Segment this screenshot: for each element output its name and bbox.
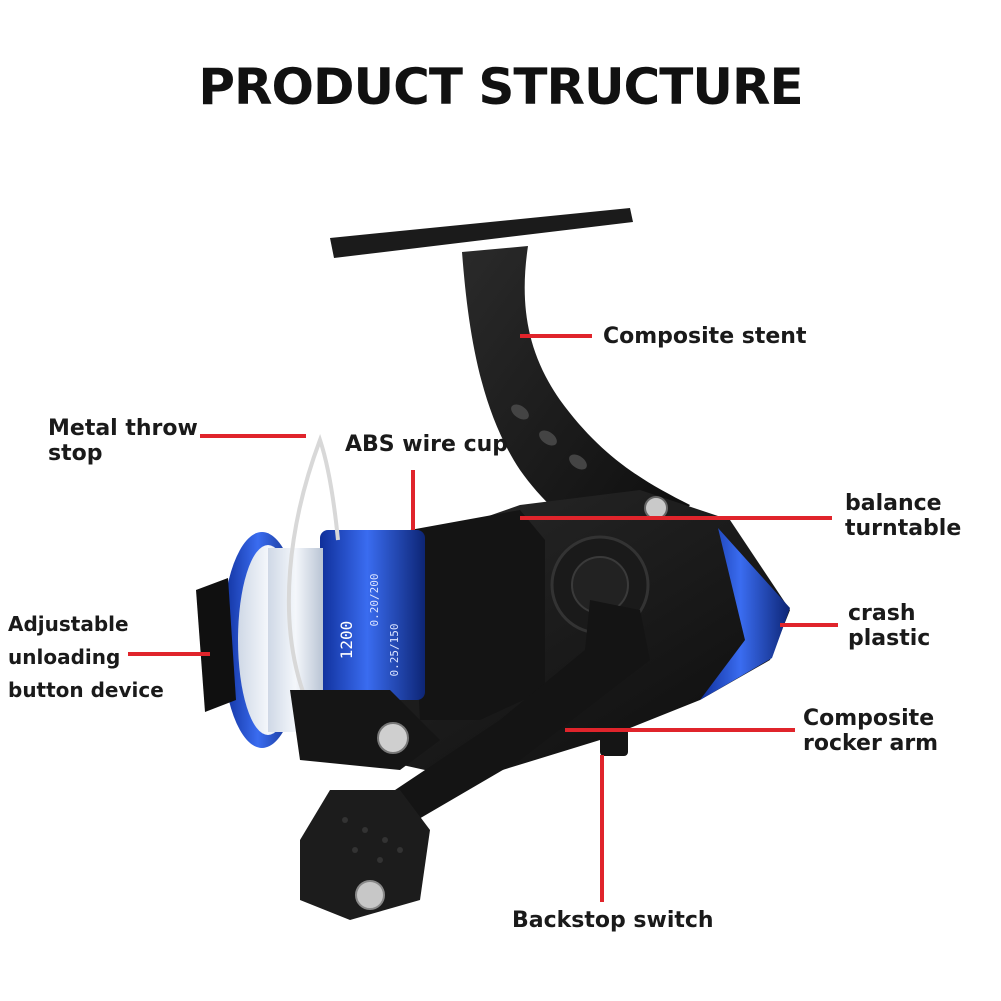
rocker-arm (300, 600, 650, 920)
spool-marking: 1200 (337, 621, 356, 660)
turntable-screw (644, 496, 668, 520)
backstop-switch (600, 728, 628, 756)
label-composite-stent: Composite stent (603, 324, 807, 349)
wire-cup (320, 530, 425, 700)
label-crash-plastic: crash plastic (848, 601, 931, 651)
label-adjustable-unloading: Adjustable unloading button device (8, 612, 164, 702)
label-metal-throw-stop: Metal throw stop (48, 416, 198, 466)
crash-plastic-panel (700, 528, 790, 700)
label-composite-rocker-arm: Composite rocker arm (803, 706, 939, 756)
drag-knob (196, 578, 236, 712)
page-title: PRODUCT STRUCTURE (198, 58, 803, 116)
spool-assembly: 1200 0.20/200 0.25/150 (196, 434, 545, 770)
label-backstop-switch: Backstop switch (512, 908, 714, 933)
leader-lines (128, 334, 838, 902)
reel-stem (462, 246, 690, 565)
label-balance-turntable: balance turntable (845, 491, 962, 541)
bail-screw (377, 722, 409, 754)
spool-marking: 0.25/150 (388, 624, 401, 677)
bail-wire (286, 434, 340, 701)
spool-marking: 0.20/200 (368, 574, 381, 627)
reel-foot (330, 208, 633, 258)
label-abs-wire-cup: ABS wire cup (345, 432, 509, 457)
